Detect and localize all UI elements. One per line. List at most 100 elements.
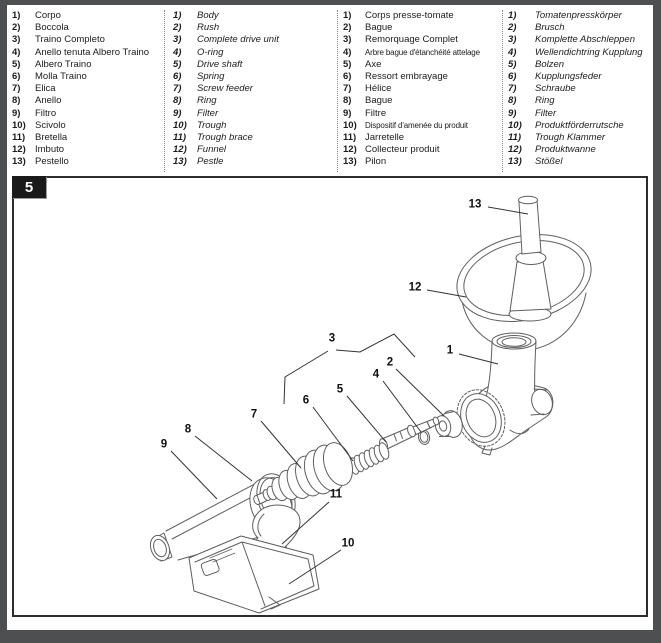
part-label: Ring [197, 95, 217, 107]
figure-number-badge: 5 [12, 176, 46, 198]
callout-8: 8 [184, 423, 192, 436]
part-row: 6) Ressort embrayage [343, 71, 502, 83]
part-row: 10) Produktförderrutsche [508, 120, 653, 132]
part-label: Ring [535, 95, 555, 107]
part-number: 10) [343, 119, 357, 131]
part-number: 8) [12, 95, 21, 107]
part-label: Pestello [35, 156, 69, 168]
leader-line-2 [395, 368, 445, 417]
part-number: 10) [508, 119, 522, 131]
part-row: 1)Body [173, 10, 337, 22]
part-row: 12)Funnel [173, 144, 337, 156]
part-label: Komplette Abschleppen [535, 34, 635, 46]
part-row: 9)Filtro [12, 108, 164, 120]
part-label: Molla Traino [35, 71, 87, 83]
part-number: 8) [508, 95, 517, 107]
part-number: 3) [173, 34, 182, 46]
part-number: 6) [343, 71, 352, 83]
part-row: 1)Corpo [12, 10, 164, 22]
part-row: 4)Anello tenuta Albero Traino [12, 47, 164, 59]
part-row: 5)Drive shaft [173, 59, 337, 71]
leader-bracket-3 [335, 333, 416, 358]
leader-line-11 [281, 501, 330, 545]
exploded-diagram [149, 195, 592, 614]
part-label: Produktförderrutsche [535, 119, 624, 131]
part-row: 9)Filter [508, 108, 653, 120]
part-label: Stößel [535, 156, 563, 168]
part-row: 6) Spring [173, 71, 337, 83]
part-body [456, 332, 554, 456]
part-row: 1)Tomatenpresskörper [508, 10, 653, 22]
part-label: O-ring [197, 46, 224, 58]
part-number: 1) [508, 10, 517, 21]
part-label: Spring [197, 71, 225, 83]
part-label: Remorquage Complet [365, 34, 458, 46]
part-trough [188, 535, 320, 614]
callout-2: 2 [386, 356, 394, 369]
part-number: 11) [173, 132, 187, 144]
part-label: Bolzen [535, 58, 565, 70]
callout-12: 12 [408, 281, 422, 294]
part-row: 8)Ring [173, 95, 337, 107]
callout-7: 7 [250, 408, 258, 421]
part-label: Bague [365, 22, 393, 34]
part-label: Body [197, 10, 219, 21]
part-row: 9)Filter [173, 108, 337, 120]
part-number: 10) [12, 119, 26, 131]
part-row: 3) Complete drive unit [173, 34, 337, 46]
figure-panel: 5 [12, 176, 648, 617]
part-number: 11) [508, 132, 522, 144]
part-label: Kupplungsfeder [535, 71, 602, 83]
part-label: Brusch [535, 22, 565, 34]
part-number: 6) [508, 71, 517, 83]
part-number: 12) [343, 144, 357, 156]
part-row: 6)Molla Traino [12, 71, 164, 83]
part-number: 3) [508, 34, 517, 46]
part-number: 3) [343, 34, 352, 46]
part-number: 12) [173, 144, 187, 156]
leader-line-12 [426, 289, 467, 298]
part-label: Bretella [35, 132, 68, 144]
part-number: 7) [343, 83, 352, 95]
part-number: 3) [12, 34, 21, 46]
part-number: 11) [12, 132, 26, 144]
callout-9: 9 [160, 438, 168, 451]
part-row: 2)Boccola [12, 22, 164, 34]
part-row: 11) Bretella [12, 132, 164, 144]
part-number: 2) [173, 22, 182, 34]
part-row: 7)Schraube [508, 83, 653, 95]
part-number: 6) [173, 71, 182, 83]
part-row: 2)Rush [173, 22, 337, 34]
part-label: Complete drive unit [197, 34, 279, 46]
callout-3: 3 [328, 332, 336, 345]
part-number: 5) [173, 58, 182, 70]
part-number: 4) [508, 46, 517, 58]
part-label: Screw feeder [197, 83, 253, 95]
part-spring [348, 442, 390, 475]
part-row: 11)Jarretelle [343, 132, 502, 144]
part-number: 13) [508, 156, 522, 168]
callout-5: 5 [336, 383, 344, 396]
leader-line-1 [458, 353, 499, 365]
part-number: 10) [173, 119, 187, 131]
part-row: 10)Trough [173, 120, 337, 132]
part-row: 11)Trough Klammer [508, 132, 653, 144]
part-label: Anello [35, 95, 62, 107]
part-number: 9) [508, 107, 517, 119]
part-number: 9) [12, 107, 21, 119]
part-row: 8) Anello [12, 95, 164, 107]
part-label: Pilon [365, 156, 387, 168]
callout-11: 11 [329, 488, 343, 501]
part-label: Ressort embrayage [365, 71, 448, 83]
part-number: 13) [343, 156, 357, 168]
part-label: Produktwanne [535, 144, 596, 156]
part-row: 3) Komplette Abschleppen [508, 34, 653, 46]
part-label: Albero Traino [35, 58, 92, 70]
part-number: 1) [343, 10, 352, 21]
leader-line-7 [260, 420, 302, 469]
part-row: 10)Scivolo [12, 120, 164, 132]
part-number: 2) [343, 22, 352, 34]
part-label: Traino Completo [35, 34, 105, 46]
